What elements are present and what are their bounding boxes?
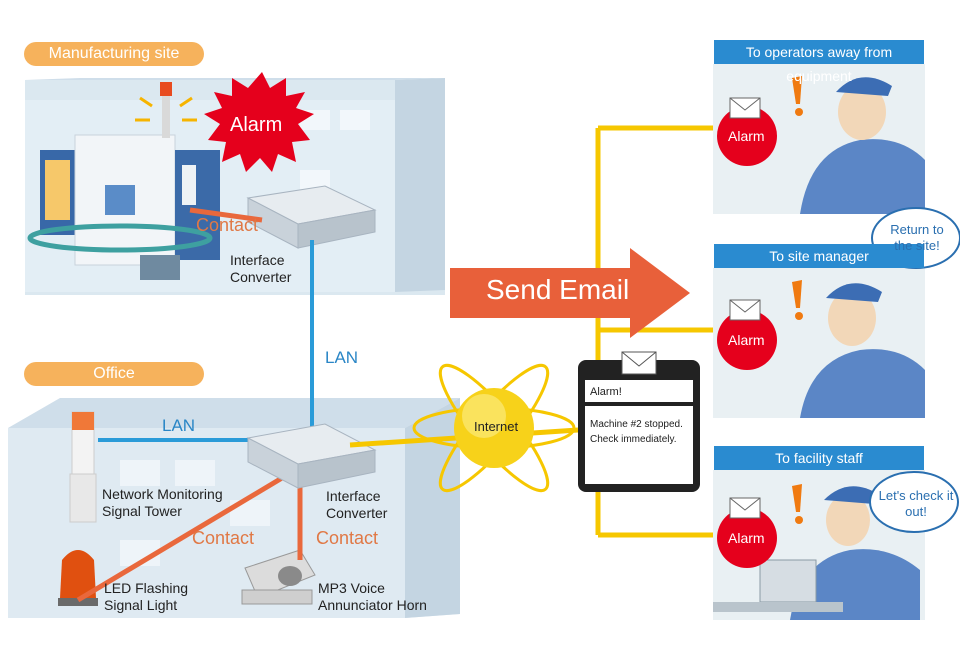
recipient-heading-1: To operators away from equipment	[714, 40, 924, 84]
speech-return: Return to the site!	[890, 222, 944, 253]
voice-horn	[241, 549, 316, 605]
signal-tower	[69, 411, 97, 523]
internet-label: Internet	[474, 419, 519, 434]
led-flashing-light	[58, 550, 98, 606]
recipient-heading-2: To site manager	[714, 244, 924, 268]
mobile-phone	[578, 351, 700, 492]
interface-converter-top	[246, 185, 377, 249]
recipient-alarm-3: Alarm	[728, 530, 765, 546]
envelope-icons	[729, 97, 761, 519]
worker-faces	[826, 84, 886, 546]
desk-monitor	[713, 559, 843, 612]
manufacturing-site-label: Manufacturing site	[24, 42, 204, 66]
alarm-burst-small	[717, 106, 777, 568]
interface-converter-bottom	[246, 423, 377, 489]
recipient-alarm-2: Alarm	[728, 332, 765, 348]
alarm-text: Alarm	[230, 114, 283, 136]
contact-label-top: Contact	[196, 215, 259, 235]
send-email-label: Send Email	[486, 274, 630, 305]
phone-message-body: Machine #2 stopped. Check immediately.	[590, 419, 683, 445]
recipient-alarm-1: Alarm	[728, 128, 765, 144]
contact-label-right: Contact	[316, 528, 379, 548]
speech-bubbles	[869, 207, 960, 533]
recipient-heading-3: To facility staff	[714, 446, 924, 470]
exclamation-icons	[792, 76, 803, 524]
alarm-burst-big	[204, 72, 314, 172]
phone-message-title: Alarm!	[590, 386, 622, 398]
send-email-arrow	[450, 248, 690, 338]
lan-label-horizontal: LAN	[162, 416, 196, 435]
cnc-machine	[27, 82, 220, 280]
lan-lines	[98, 240, 314, 442]
worker-caps	[824, 77, 892, 504]
lan-label-vertical: LAN	[325, 348, 359, 367]
contact-label-left: Contact	[192, 528, 255, 548]
speech-check: Let's check it out!	[878, 488, 954, 519]
internet-globe	[412, 363, 576, 493]
office-label: Office	[24, 362, 204, 386]
